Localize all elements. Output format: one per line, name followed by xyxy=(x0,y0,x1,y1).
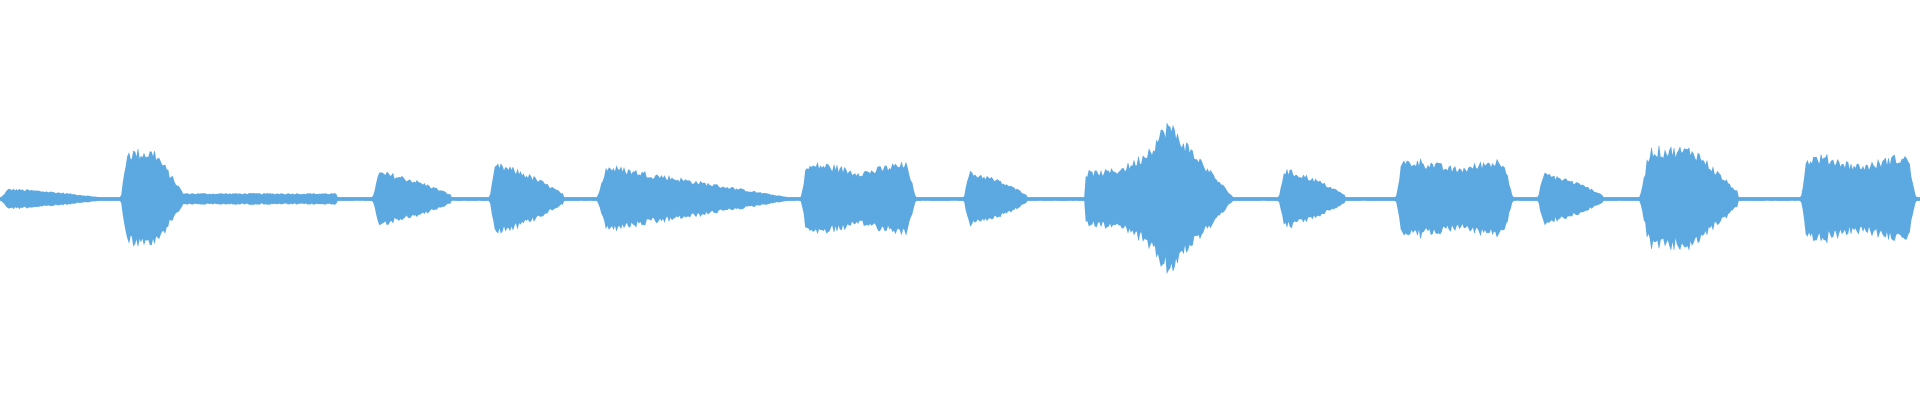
waveform-shape xyxy=(0,122,1920,275)
